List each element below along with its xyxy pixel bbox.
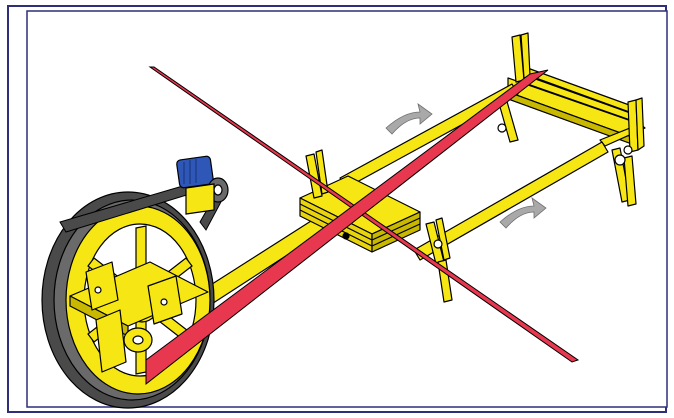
curved-arrow-icon [499,197,547,229]
cross-out-mark [145,66,580,386]
motor-mount [185,183,215,215]
curved-arrow-icon [385,103,433,135]
electric-motor [176,155,229,215]
post-right-b [635,97,645,151]
motor-pulley-hub [213,184,223,196]
cross-stroke-2 [145,69,549,386]
bolt-2 [160,298,168,306]
hanger-3 [623,155,637,207]
lower-rod [413,141,609,261]
block-pin [342,232,350,240]
bracket-top [305,153,323,199]
bearing-3 [623,145,633,155]
bracket-bearing [433,239,443,249]
plate-line-3 [371,217,421,241]
bearing-2 [614,154,626,166]
cross-stroke-1 [148,66,580,363]
bearing-1 [497,123,507,133]
bolt-1 [94,286,102,294]
crank-pin [132,335,144,345]
bearing-block-left [85,261,119,311]
base-frame [69,261,209,373]
motor-body [176,155,214,189]
lower-support [95,309,127,373]
